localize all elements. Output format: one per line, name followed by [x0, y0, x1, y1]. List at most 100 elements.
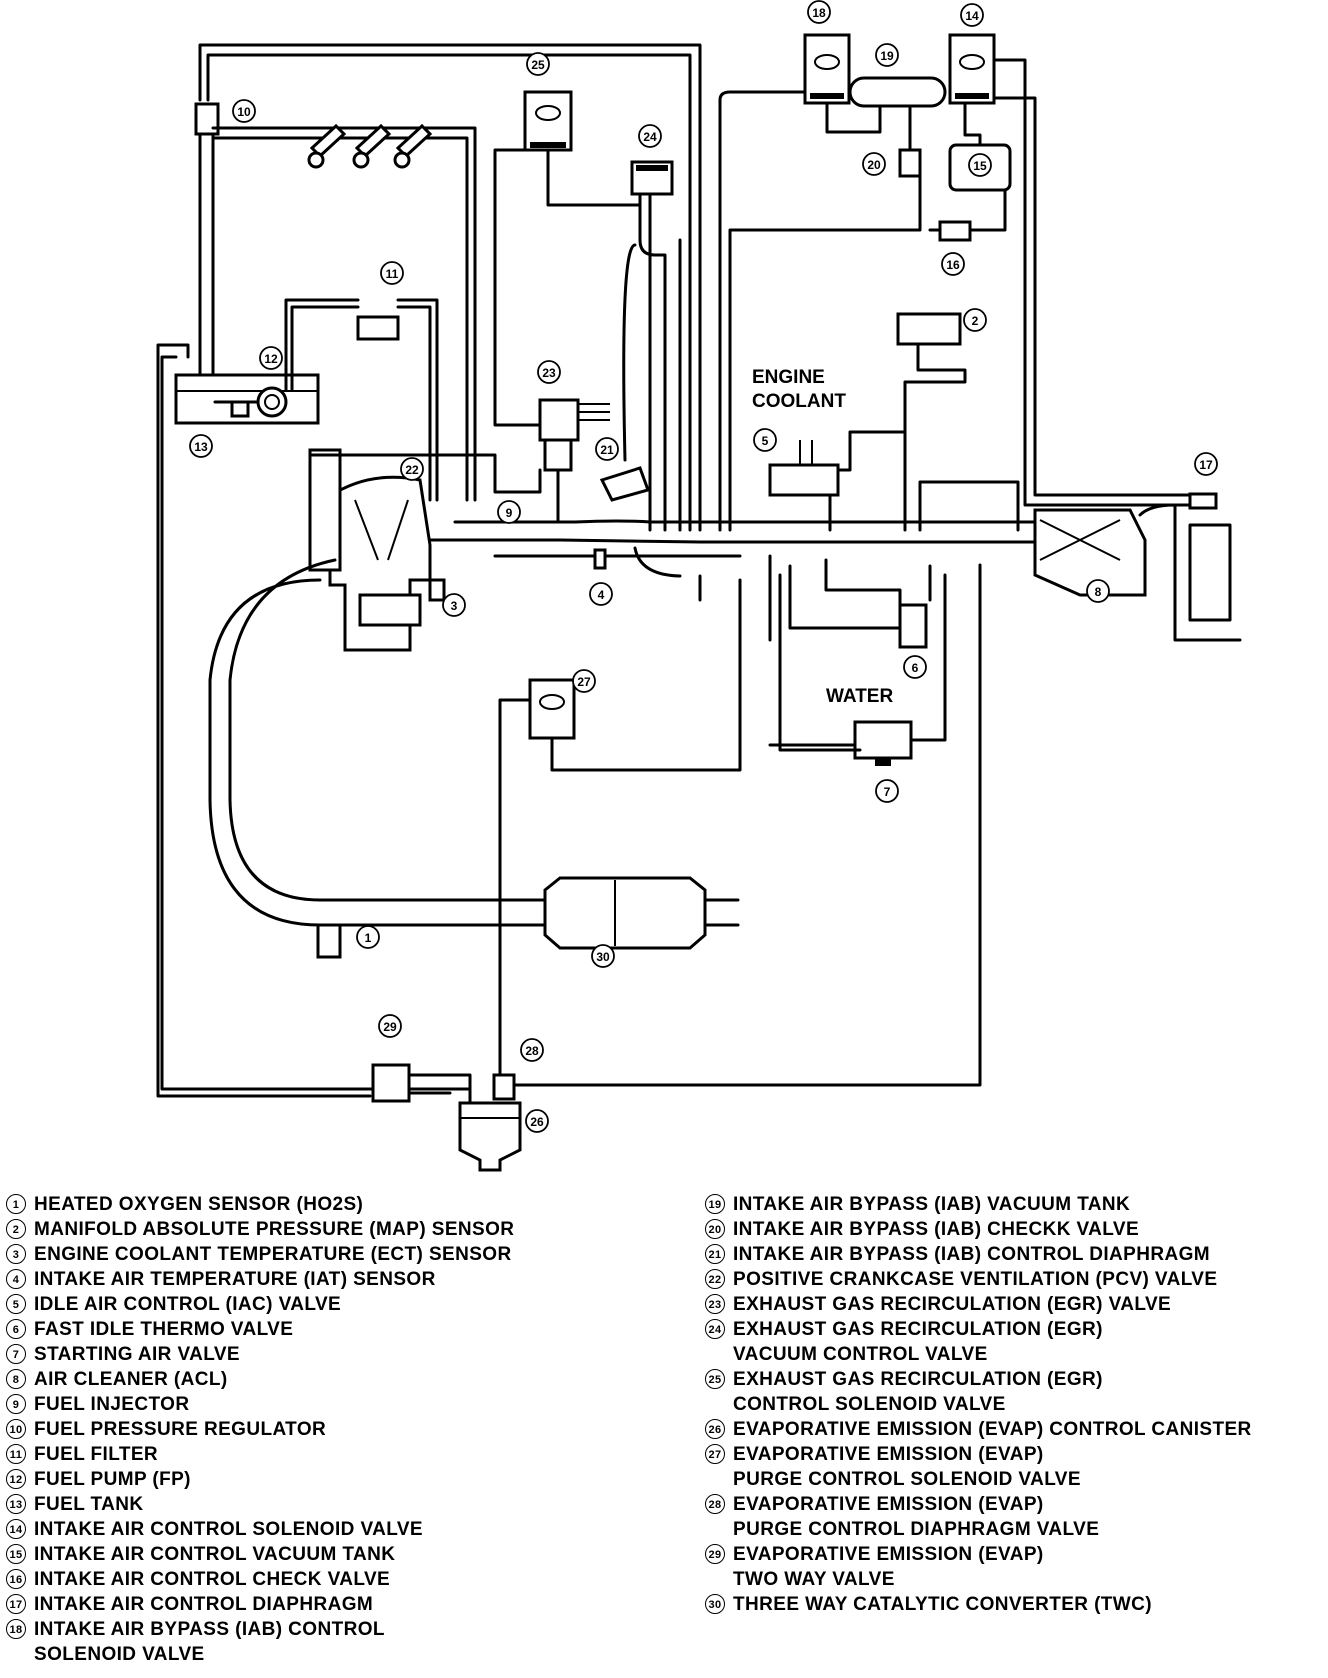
- legend-text: IDLE AIR CONTROL (IAC) VALVE: [34, 1294, 342, 1315]
- callout-26: 26: [525, 1109, 549, 1133]
- callout-13: 13: [189, 434, 213, 458]
- callout-25: 25: [526, 52, 550, 76]
- callout-number: 14: [965, 9, 979, 23]
- legend-number: 28: [705, 1494, 725, 1514]
- callout-number: 5: [762, 434, 769, 448]
- coolant-crossover: [918, 480, 1020, 532]
- legend-number: 16: [6, 1569, 26, 1589]
- callout-circle: [537, 360, 561, 384]
- fast-idle-lines: [788, 558, 932, 630]
- callout-number: 8: [1095, 585, 1102, 599]
- callout-number: 16: [946, 258, 960, 272]
- callout-10: 10: [232, 99, 256, 123]
- egr-vacuum-lines: [638, 192, 667, 532]
- legend-number: 4: [6, 1269, 26, 1289]
- callout-number: 2: [972, 314, 979, 328]
- legend-text: EXHAUST GAS RECIRCULATION (EGR) VALVE: [733, 1294, 1172, 1315]
- legend-text: FUEL FILTER: [34, 1444, 159, 1465]
- engine-coolant-label: ENGINE COOLANT: [752, 367, 846, 412]
- legend-number: 3: [6, 1244, 26, 1264]
- callout-circle: [862, 152, 886, 176]
- iac-check-valve-shape: [938, 220, 972, 242]
- evap-tank-line-b: [156, 343, 372, 1098]
- intake-lower-wall: [428, 538, 1137, 557]
- two-way-valve-lines: [407, 1073, 472, 1107]
- legend-text: FUEL PUMP (FP): [34, 1469, 191, 1490]
- legend-text: AIR CLEANER (ACL): [34, 1369, 228, 1390]
- legend-number: 17: [6, 1594, 26, 1614]
- callout-6: 6: [903, 655, 927, 679]
- callout-number: 11: [386, 267, 399, 281]
- callout-number: 23: [542, 366, 556, 380]
- legend-text: INTAKE AIR CONTROL CHECK VALVE: [34, 1569, 391, 1590]
- callout-number: 29: [383, 1020, 397, 1034]
- iac-tank-lines: [928, 101, 1007, 232]
- evap-purge-diaphragm-shape: [492, 1073, 516, 1101]
- legend-text: THREE WAY CATALYTIC CONVERTER (TWC): [733, 1594, 1152, 1615]
- callout-circle: [189, 434, 213, 458]
- callout-number: 6: [912, 661, 919, 675]
- iab-diaphragm-line: [622, 243, 637, 462]
- legend-number: 14: [6, 1519, 26, 1539]
- egr-valve-shape: [538, 398, 580, 442]
- legend-number: 18: [6, 1619, 26, 1639]
- legend-item-12: 12 FUEL PUMP (FP): [6, 1467, 696, 1492]
- starting-air-valve-shape: [853, 720, 913, 760]
- intake-air-control-components: [803, 33, 1192, 507]
- callout-circle: [442, 593, 466, 617]
- callout-number: 18: [812, 6, 826, 20]
- callout-circle: [232, 99, 256, 123]
- callout-number: 20: [867, 158, 881, 172]
- callout-1: 1: [356, 925, 380, 949]
- legend-item-16: 16 INTAKE AIR CONTROL CHECK VALVE: [6, 1567, 696, 1592]
- legend-text: POSITIVE CRANKCASE VENTILATION (PCV) VAL…: [733, 1269, 1218, 1290]
- map-sensor-shape: [896, 312, 962, 346]
- callout-number: 9: [506, 506, 513, 520]
- callout-24: 24: [638, 124, 662, 148]
- evap-purge-lines: [498, 578, 742, 1077]
- legend-text: FUEL INJECTOR: [34, 1394, 190, 1415]
- callout-number: 19: [880, 49, 894, 63]
- intake-air-control-diaphragm-shape: [1188, 492, 1218, 510]
- legend-text: STARTING AIR VALVE: [34, 1344, 240, 1365]
- legend-number: 12: [6, 1469, 26, 1489]
- ho2s-shape: [316, 923, 342, 959]
- callout-2: 2: [963, 308, 987, 332]
- legend-number: 19: [705, 1194, 725, 1214]
- intake-plenum-bottom: [493, 554, 772, 642]
- fast-idle-thermo-valve-shape: [898, 603, 928, 649]
- legend-number: 21: [705, 1244, 725, 1264]
- fuel-filter-shape: [356, 315, 400, 341]
- fuel-pump-shape: [256, 386, 288, 418]
- fuel-to-injector-b: [396, 305, 432, 502]
- legend-number: 10: [6, 1419, 26, 1439]
- callout-number: 3: [451, 599, 458, 613]
- callout-3: 3: [442, 593, 466, 617]
- fuel-rail-a: [211, 126, 477, 502]
- ect-sensor-shape: [428, 578, 446, 602]
- purge-diaphragm-line: [512, 563, 982, 1087]
- legend-text: EVAPORATIVE EMISSION (EVAP) CONTROL CANI…: [733, 1419, 1252, 1440]
- legend-text: INTAKE AIR BYPASS (IAB) CONTROL DIAPHRAG…: [733, 1244, 1210, 1265]
- legend-number: 6: [6, 1319, 26, 1339]
- callout-29: 29: [378, 1014, 402, 1038]
- callout-14: 14: [960, 3, 984, 27]
- callout-number: 17: [1199, 458, 1213, 472]
- callout-4: 4: [589, 582, 613, 606]
- legend-text: FUEL PRESSURE REGULATOR: [34, 1419, 327, 1440]
- callout-number: 24: [643, 130, 657, 144]
- tailpipe: [703, 898, 740, 927]
- map-sensor-line: [903, 342, 967, 532]
